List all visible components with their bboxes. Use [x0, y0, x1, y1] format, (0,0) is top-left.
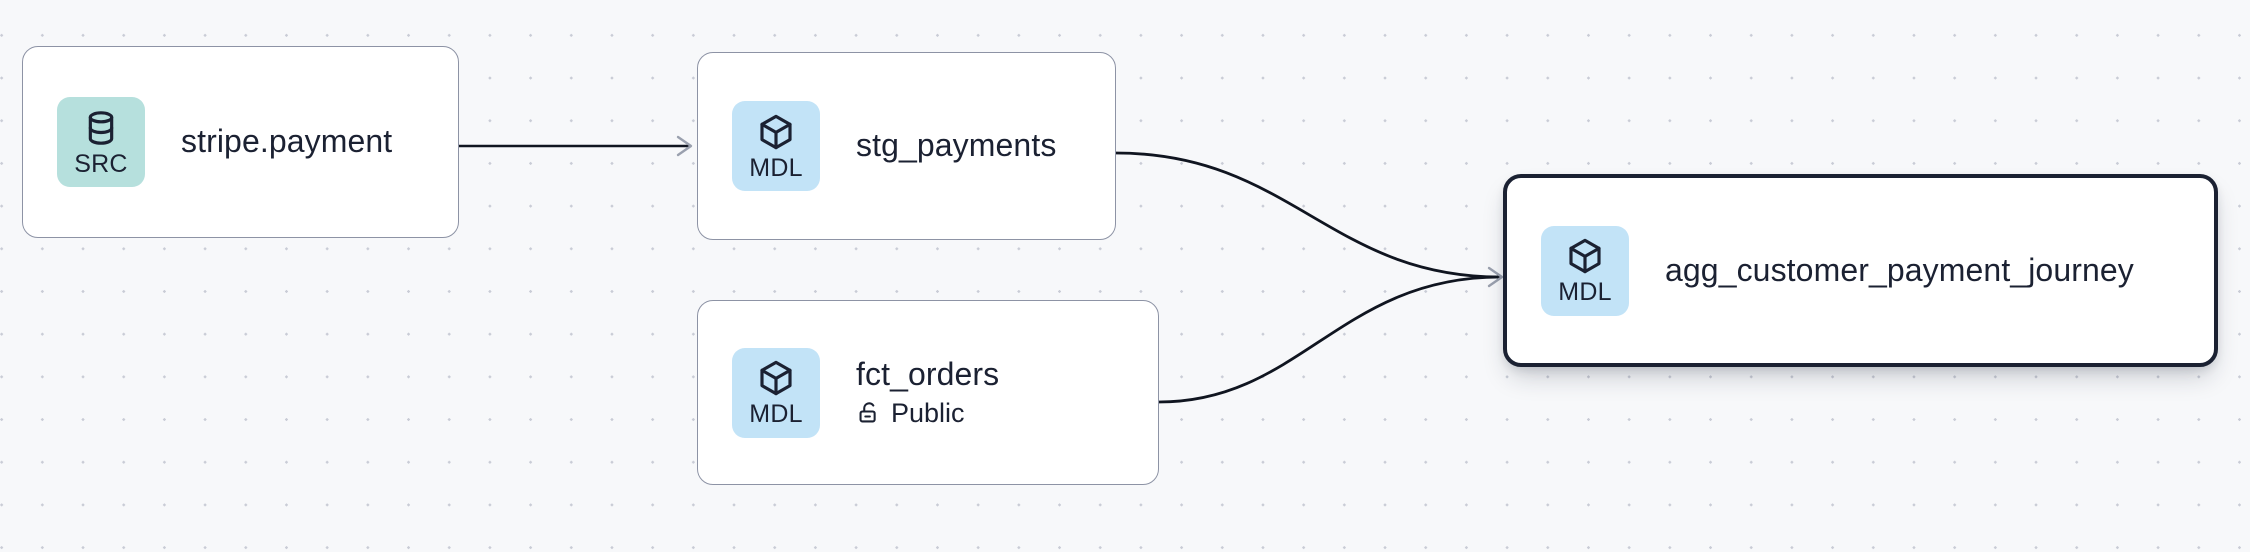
badge-label: MDL	[749, 153, 803, 182]
node-title: fct_orders	[856, 355, 1000, 392]
cube-icon	[756, 112, 796, 152]
badge-label: SRC	[74, 149, 128, 178]
node-stripe-payment[interactable]: SRC stripe.payment	[22, 46, 459, 238]
node-title: stripe.payment	[181, 123, 393, 160]
cube-icon	[1565, 236, 1605, 276]
node-type-badge-src: SRC	[57, 97, 145, 187]
node-type-badge-mdl: MDL	[1541, 225, 1629, 316]
node-visibility: Public	[856, 397, 999, 429]
unlock-icon	[856, 400, 882, 426]
badge-label: MDL	[749, 400, 803, 428]
cube-icon	[756, 358, 796, 398]
node-title: stg_payments	[856, 127, 1057, 164]
node-stg-payments[interactable]: MDL stg_payments	[697, 52, 1116, 240]
arrowhead-icon-agg	[1487, 266, 1504, 288]
badge-label: MDL	[1558, 278, 1612, 306]
node-fct-orders[interactable]: MDL fct_orders Public	[697, 300, 1159, 485]
node-type-badge-mdl: MDL	[732, 347, 820, 438]
node-agg-customer-payment-journey[interactable]: MDL agg_customer_payment_journey	[1503, 174, 2218, 367]
node-text-block: agg_customer_payment_journey	[1665, 251, 2134, 289]
node-text-block: fct_orders Public	[856, 355, 1000, 429]
node-text-block: stg_payments	[856, 127, 1057, 164]
node-type-badge-mdl: MDL	[732, 101, 820, 191]
database-icon	[81, 108, 121, 148]
edge-stg-to-agg	[1115, 151, 1501, 279]
node-text-block: stripe.payment	[181, 123, 393, 160]
node-title: agg_customer_payment_journey	[1665, 251, 2134, 288]
visibility-label: Public	[891, 397, 965, 428]
arrowhead-icon-stg	[676, 135, 693, 157]
edge-fct-to-agg	[1158, 275, 1501, 404]
